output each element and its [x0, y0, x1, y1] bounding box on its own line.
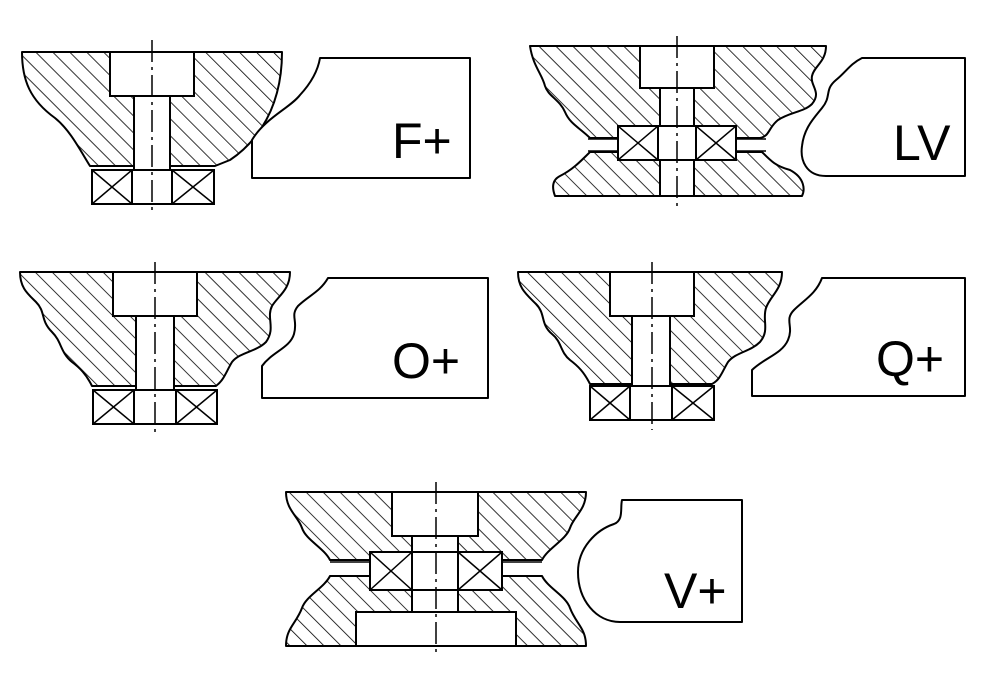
- profile-lv: LV: [529, 36, 966, 206]
- lv-edge-profile: [800, 57, 966, 177]
- o-plus-code: O+: [392, 333, 460, 389]
- q-plus-code: Q+: [876, 331, 944, 387]
- o-plus-edge-profile: [261, 277, 489, 399]
- v-plus-code: V+: [664, 563, 727, 619]
- profile-f-plus: F+: [21, 40, 471, 214]
- q-plus-bore: [631, 315, 671, 389]
- v-plus-edge-profile: [577, 499, 743, 623]
- lv-code: LV: [893, 115, 951, 171]
- v-plus-counterbore: [391, 491, 479, 537]
- profile-o-plus: O+: [19, 262, 489, 432]
- f-plus-edge-profile: [251, 57, 471, 179]
- q-plus-edge-profile: [751, 277, 966, 397]
- v-plus-bearing-gap: [330, 561, 542, 577]
- f-plus-code: F+: [392, 113, 452, 169]
- v-plus-cutter-section: [285, 491, 587, 647]
- f-plus-bearing: [91, 169, 215, 205]
- profile-v-plus: V+: [285, 482, 743, 656]
- lv-bearing-gap: [588, 138, 766, 152]
- profile-q-plus: Q+: [517, 262, 966, 430]
